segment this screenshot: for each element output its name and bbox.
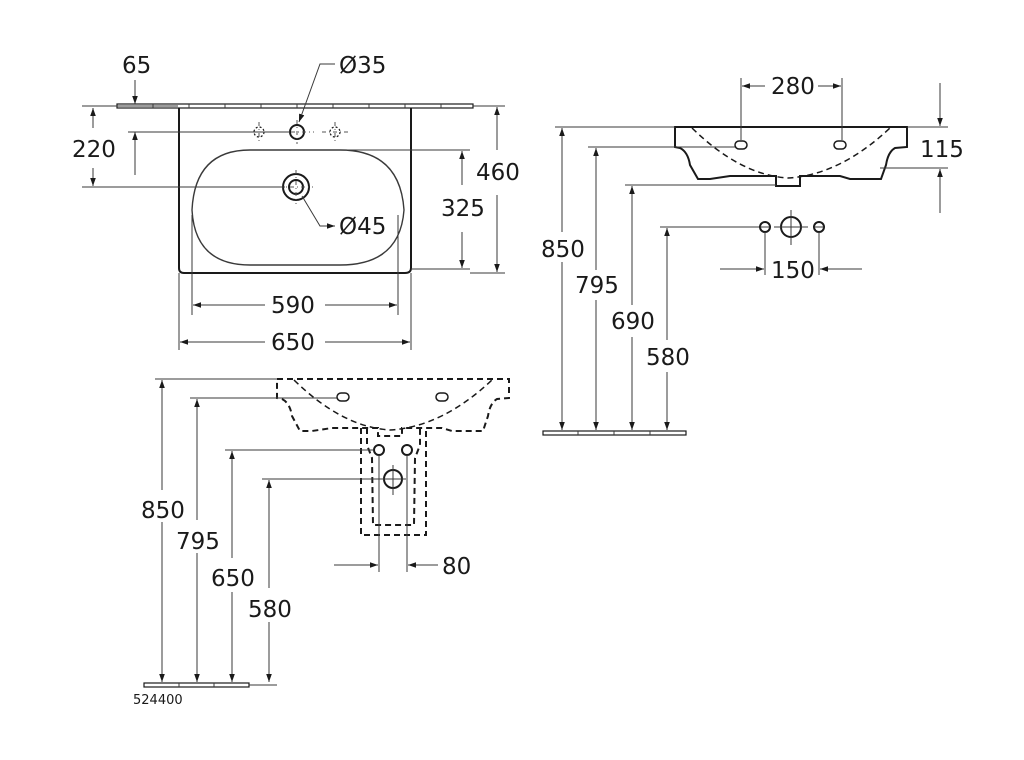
dim-tap-hole-diameter: Ø35 xyxy=(339,53,386,79)
pedestal-outline xyxy=(360,428,427,536)
basin-profile-pedestal xyxy=(276,378,510,437)
dim-waste-outlet-height-right: 580 xyxy=(646,345,690,371)
floor-strip-left xyxy=(143,682,250,688)
dim-fixing-height-left: 795 xyxy=(176,529,220,555)
dim-fixing-spacing: 280 xyxy=(771,74,815,100)
basin-outline-plan xyxy=(178,108,412,274)
dim-waste-outlet-height-left: 580 xyxy=(248,597,292,623)
floor-strip-right xyxy=(542,430,687,436)
plan-view: 65 220 Ø35 Ø45 325 460 590 xyxy=(72,53,520,356)
side-view-wall-hung: 280 115 850 795 690 580 xyxy=(541,74,964,436)
fixing-hole-right-pedestal-icon xyxy=(435,392,449,402)
dim-trap-height: 690 xyxy=(611,309,655,335)
dim-supply-height: 650 xyxy=(211,566,255,592)
fixing-hole-left-icon xyxy=(734,140,748,150)
dim-overall-depth: 460 xyxy=(476,160,520,186)
dim-waste-diameter: Ø45 xyxy=(339,214,386,240)
dim-supply-spacing-left: 80 xyxy=(442,554,471,580)
dim-bowl-depth: 325 xyxy=(441,196,485,222)
dim-tap-to-waste: 220 xyxy=(72,137,116,163)
dim-rim-height-left: 850 xyxy=(141,498,185,524)
dim-fixing-height-right: 795 xyxy=(575,273,619,299)
dim-overall-width: 650 xyxy=(271,330,315,356)
fixing-hole-right-icon xyxy=(833,140,847,150)
dim-wall-offset: 65 xyxy=(122,53,151,79)
dim-basin-height: 115 xyxy=(920,137,964,163)
dim-supply-spacing-right: 150 xyxy=(771,258,815,284)
supply-right-pedestal-icon xyxy=(401,444,413,456)
supply-left-pedestal-icon xyxy=(373,444,385,456)
fixing-hole-left-pedestal-icon xyxy=(336,392,350,402)
side-view-pedestal: 850 795 650 580 80 524400 xyxy=(133,378,510,708)
bowl-outline-plan xyxy=(191,149,405,266)
dim-rim-height-right: 850 xyxy=(541,237,585,263)
product-code: 524400 xyxy=(133,693,183,708)
dim-bowl-width: 590 xyxy=(271,293,315,319)
basin-profile-wall-hung xyxy=(674,126,908,187)
